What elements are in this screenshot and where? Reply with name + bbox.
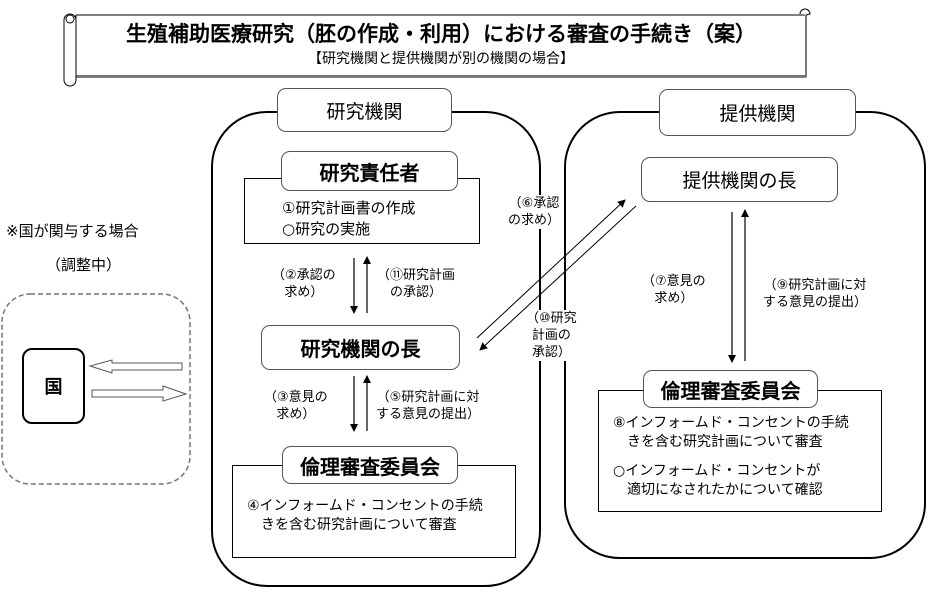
step11-label: （⑪研究計画 の承認） bbox=[377, 268, 456, 300]
provider-ethics-item-3: ○インフォームド・コンセントが bbox=[613, 463, 821, 479]
country-note: ※国が関与する場合 bbox=[6, 222, 139, 240]
country-container bbox=[1, 293, 191, 485]
hollow-arrow-right bbox=[91, 385, 188, 402]
pi-item-2: ○研究の実施 bbox=[282, 220, 371, 238]
provider-ethics-item-2: きを含む研究計画について審査 bbox=[613, 434, 823, 450]
scroll-banner bbox=[63, 8, 811, 87]
research-head-box: 研究機関の長 bbox=[261, 325, 460, 370]
step9-label: （⑨研究計画に対 する意見の提出） bbox=[763, 278, 868, 310]
page-subtitle: 【研究機関と提供機関が別の機関の場合】 bbox=[308, 51, 574, 67]
provider-institution-title: 提供機関 bbox=[659, 89, 856, 136]
step3-label: （③意見の 求め） bbox=[264, 390, 328, 422]
provider-ethics-item-1: ⑧インフォームド・コンセントの手続 bbox=[613, 415, 849, 431]
provider-ethics-item-4: 適切になされたかについて確認 bbox=[613, 482, 823, 498]
page-title: 生殖補助医療研究（胚の作成・利用）における審査の手続き（案） bbox=[126, 22, 756, 46]
pi-item-1: ①研究計画書の作成 bbox=[282, 199, 416, 217]
research-ethics-title: 倫理審査委員会 bbox=[282, 446, 458, 484]
provider-head-box: 提供機関の長 bbox=[641, 157, 838, 202]
research-ethics-item-1: ④インフォームド・コンセントの手続 bbox=[247, 498, 483, 514]
step5-label: （⑤研究計画に対 する意見の提出） bbox=[376, 390, 481, 422]
country-note-status: （調整中） bbox=[46, 256, 122, 274]
principal-investigator-title: 研究責任者 bbox=[281, 151, 458, 191]
provider-ethics-box bbox=[598, 390, 882, 512]
step6-label: （⑥承認 の求め） bbox=[508, 195, 561, 229]
hollow-arrow-left bbox=[88, 359, 183, 374]
research-institution-title: 研究機関 bbox=[277, 88, 452, 132]
provider-ethics-title: 倫理審査委員会 bbox=[643, 370, 818, 408]
research-ethics-item-2: きを含む研究計画について審査 bbox=[247, 517, 457, 533]
country-node: 国 bbox=[22, 348, 85, 424]
step7-label: （⑦意見の 求め） bbox=[642, 274, 706, 306]
step10-label: （⑩研究 計画の 承認） bbox=[526, 310, 577, 361]
step2-label: （②承認の 求め） bbox=[272, 268, 336, 300]
